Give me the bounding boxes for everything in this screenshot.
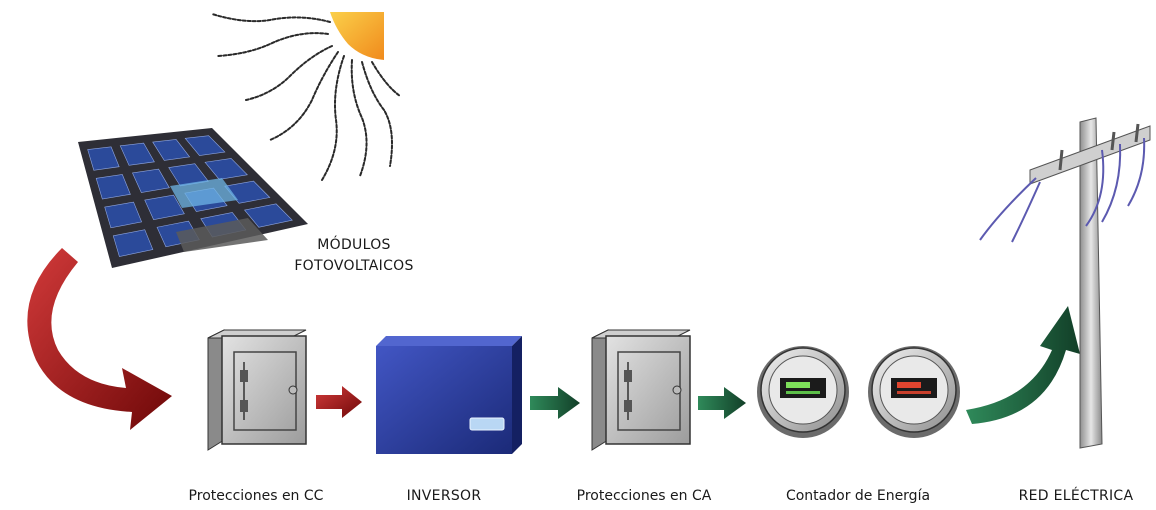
panel-cell	[152, 139, 191, 161]
grid-label: RED ELÉCTRICA	[1018, 488, 1134, 504]
panel-cell	[204, 158, 248, 180]
panel-cell	[112, 229, 154, 257]
panel-cells	[87, 135, 293, 257]
grid-curved-arrow	[966, 306, 1080, 424]
dc-arrow-to-inverter	[316, 386, 362, 418]
ac-arrow-to-meter	[698, 387, 746, 419]
sun-icon	[211, 12, 401, 181]
dc-protection-label: Protecciones en CC	[188, 488, 324, 504]
meter-label: Contador de Energía	[785, 488, 931, 504]
ac-arrow-to-protection	[530, 387, 580, 419]
sun-rays	[211, 13, 401, 181]
power-wires	[979, 137, 1146, 243]
dc-protection-box-icon	[207, 329, 307, 451]
inverter-icon	[376, 336, 522, 454]
panel-cell	[119, 142, 155, 166]
energy-meter-icon-1	[757, 346, 849, 438]
solar-panel-icon	[78, 128, 308, 268]
panel-cell	[87, 146, 120, 171]
solar-label-line1: MÓDULOS	[317, 237, 391, 253]
inverter-label: INVERSOR	[406, 488, 482, 504]
panel-cell	[144, 194, 185, 220]
utility-pole-icon	[979, 117, 1151, 449]
ac-protection-box-icon	[591, 329, 691, 451]
panel-cell	[104, 201, 143, 229]
solar-label-line2: FOTOVOLTAICOS	[294, 258, 414, 274]
ac-protection-label: Protecciones en CA	[576, 488, 712, 504]
panel-cell	[95, 174, 131, 200]
dc-curved-arrow	[27, 248, 173, 430]
panel-cell	[184, 135, 226, 156]
energy-meter-icon-2	[868, 346, 960, 438]
panel-cell	[244, 203, 293, 228]
panel-cell	[132, 168, 170, 193]
